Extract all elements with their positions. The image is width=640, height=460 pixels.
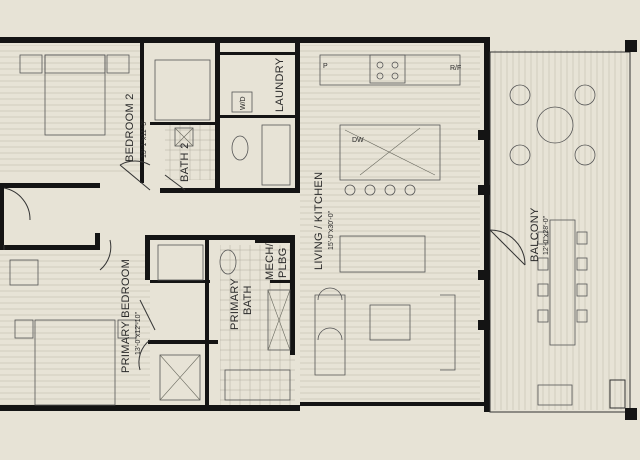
wd-label: W/D	[240, 96, 247, 110]
balcony-floor	[490, 50, 630, 410]
mech-label-line1: MECH/	[264, 242, 276, 280]
bedroom2-dims: 13'-1"x11'-3"	[141, 119, 148, 158]
bath2-floor	[165, 125, 220, 180]
kitchen-fixtures	[314, 54, 461, 376]
bedroom-furniture	[9, 54, 137, 406]
bedroom2-floor	[0, 45, 140, 175]
bath2-label: BATH 2	[179, 143, 191, 183]
pantry-label: P	[323, 63, 328, 70]
mech-label-line2: PLBG	[277, 247, 289, 278]
living-floor	[300, 45, 480, 400]
primary-bedroom-label: PRIMARY BEDROOM	[120, 259, 132, 373]
bedroom2-label: BEDROOM 2	[124, 93, 136, 162]
walls	[0, 37, 490, 412]
primary-bath-label-line1: PRIMARY	[229, 278, 241, 330]
living-kitchen-label: LIVING / KITCHEN	[313, 172, 325, 270]
laundry-label: LAUNDRY	[274, 57, 286, 112]
primary-bath-label-line2: BATH	[242, 285, 254, 315]
balcony-dims: 12'-0"x28'-0"	[543, 215, 550, 255]
dishwasher-label: DW	[352, 137, 364, 144]
primary-bedroom-floor	[0, 250, 150, 410]
door-swings	[3, 160, 526, 371]
closet-bedroom2	[154, 59, 211, 121]
primary-bedroom-dims: 13'-0"x12'-10"	[135, 311, 142, 355]
balcony-label: BALCONY	[529, 207, 541, 262]
balcony-area	[478, 40, 637, 420]
refrigerator-label: R/F	[450, 65, 461, 72]
bath-fixtures	[157, 91, 291, 401]
living-kitchen-dims: 15'-0"x30'-0"	[328, 210, 335, 250]
